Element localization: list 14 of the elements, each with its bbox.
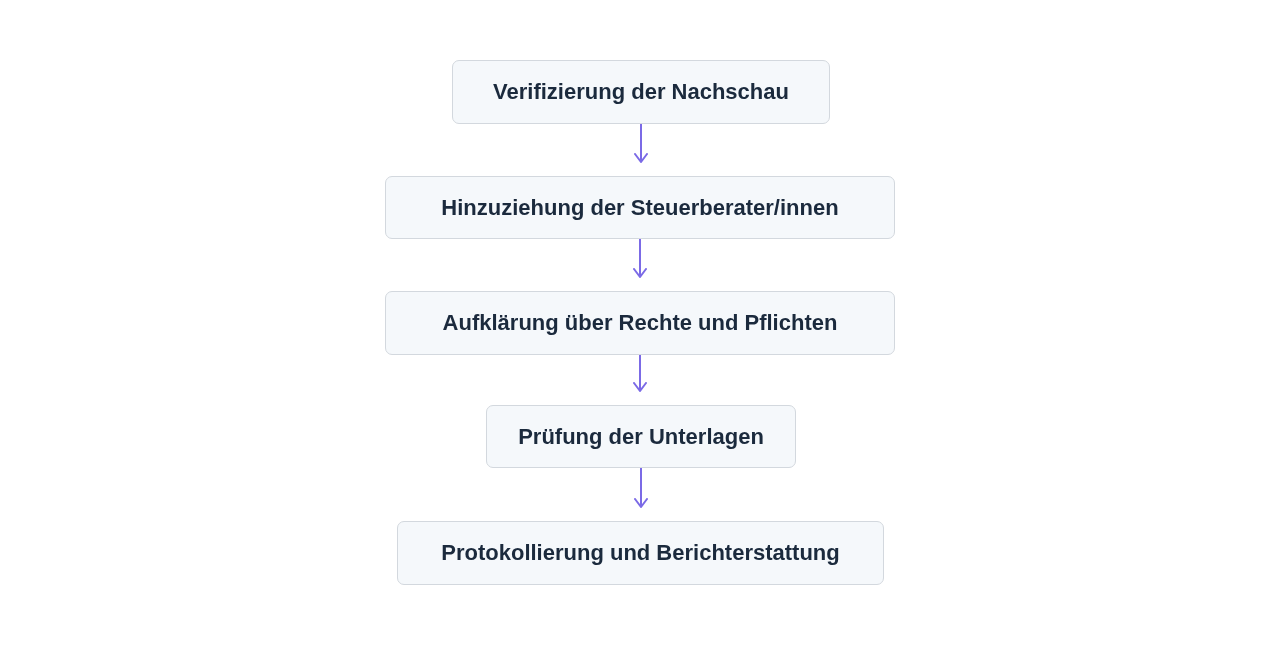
arrow — [633, 238, 647, 278]
step-label: Protokollierung und Berichterstattung — [441, 539, 840, 567]
process-box — [385, 291, 895, 355]
process-box — [397, 521, 884, 585]
step-label: Aufklärung über Rechte und Pflichten — [442, 309, 838, 337]
process-box — [385, 176, 895, 239]
step-label: Hinzuziehung der Steuerberater/innen — [441, 193, 839, 222]
arrow — [634, 123, 648, 163]
process-box — [486, 405, 796, 468]
step-label: Verifizierung der Nachschau — [493, 78, 789, 106]
arrow — [633, 354, 647, 392]
arrow — [634, 467, 648, 508]
step-label: Prüfung der Unterlagen — [518, 422, 764, 451]
process-box — [452, 60, 830, 124]
